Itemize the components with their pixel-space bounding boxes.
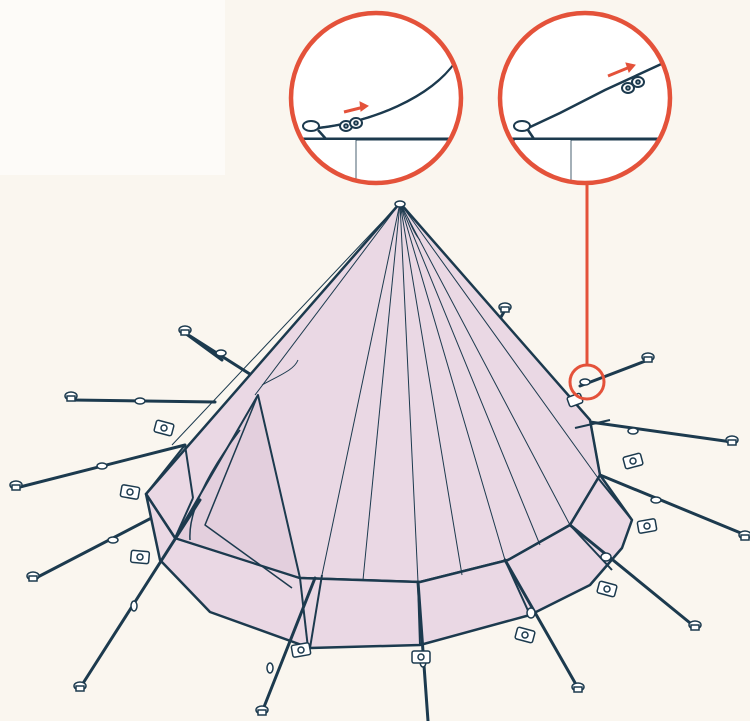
peg-tab [637, 519, 657, 534]
stake [65, 392, 77, 401]
stake [256, 706, 268, 715]
guy-line [80, 500, 200, 688]
stake [689, 621, 701, 630]
stake [726, 436, 738, 445]
stake [27, 572, 39, 581]
peg-tab [515, 627, 535, 643]
peg-tab [623, 453, 643, 469]
guy-line [590, 422, 732, 442]
peg-tab [597, 581, 617, 597]
peg-tab [120, 485, 140, 500]
stake [572, 683, 584, 692]
stake [10, 481, 22, 490]
stake [642, 353, 654, 362]
detail-callout-right [490, 13, 680, 200]
stake [499, 303, 511, 312]
peg-tab [412, 651, 430, 663]
peg-tab [291, 643, 311, 658]
apex-ring [395, 201, 405, 207]
stake [179, 326, 191, 335]
detail-callout-left [280, 13, 470, 200]
tent [146, 201, 632, 648]
stake [74, 682, 86, 691]
background-panel [0, 0, 225, 175]
stake [739, 531, 750, 540]
peg-tab [154, 420, 174, 436]
peg-tab [131, 550, 150, 564]
